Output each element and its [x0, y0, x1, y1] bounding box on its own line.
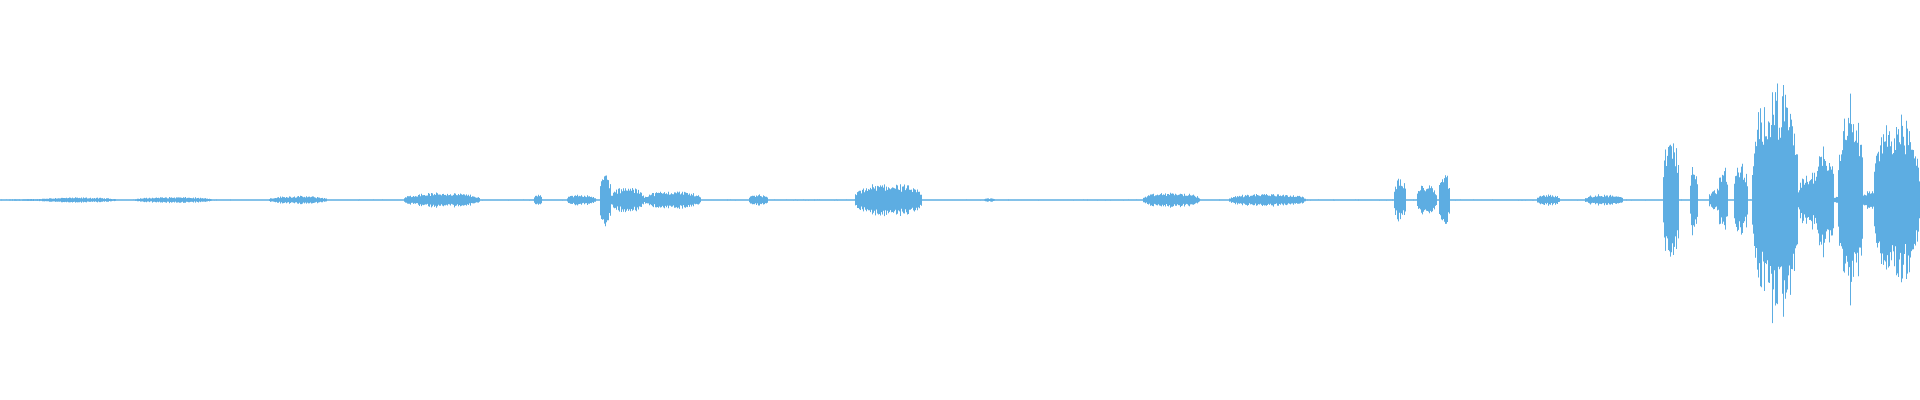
waveform-peaks	[0, 83, 1920, 324]
waveform-bars	[0, 83, 1920, 324]
